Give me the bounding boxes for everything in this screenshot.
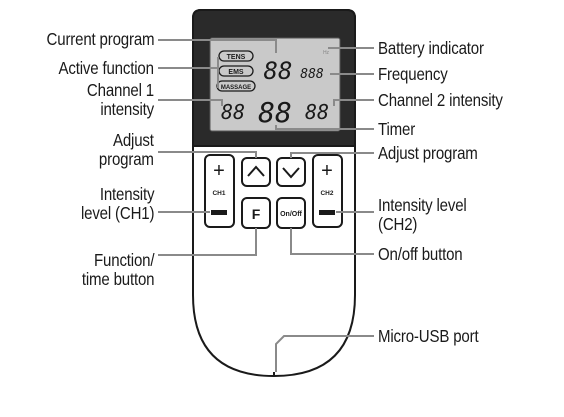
label-function-line2: time button <box>81 269 154 289</box>
leader-current-program <box>158 39 277 53</box>
lcd-ch1-digits: 88 <box>221 100 245 124</box>
lcd-program-digits: 88 <box>264 57 293 85</box>
ch1-minus-icon <box>211 210 227 215</box>
lcd-battery-mark: Hz <box>323 50 330 56</box>
label-function-time: Function/ time button <box>81 251 154 289</box>
label-on-off-button: On/off button <box>378 244 463 264</box>
label-intensity-ch1-line2: level (CH1) <box>80 203 155 223</box>
label-channel1-intensity: Channel 1 intensity <box>87 81 154 119</box>
svg-text:TENS: TENS <box>227 54 246 61</box>
leader-lines <box>158 39 374 372</box>
label-channel2-intensity: Channel 2 intensity <box>378 90 503 110</box>
label-active-function: Active function <box>58 58 154 78</box>
label-channel1-line1: Channel 1 <box>86 80 154 100</box>
svg-text:+: + <box>213 160 225 182</box>
label-channel1-line2: intensity <box>100 99 154 119</box>
chevron-up-icon <box>247 165 265 177</box>
lcd-mode-tens: TENS <box>218 50 254 62</box>
program-down-button[interactable] <box>276 157 306 187</box>
program-up-button[interactable] <box>241 157 271 187</box>
label-intensity-ch1: Intensity level (CH1) <box>80 184 155 223</box>
svg-text:CH2: CH2 <box>320 190 333 197</box>
leader-adjust-right <box>290 152 374 158</box>
leader-channel2 <box>333 99 374 106</box>
on-off-button[interactable]: On/Off <box>276 197 306 229</box>
label-function-line1: Function/ <box>93 250 155 270</box>
label-timer: Timer <box>378 119 416 139</box>
label-battery-indicator: Battery indicator <box>378 38 484 58</box>
svg-text:CH1: CH1 <box>212 190 225 197</box>
label-intensity-ch2-line1: Intensity level <box>378 195 467 215</box>
label-current-program: Current program <box>46 29 154 49</box>
label-intensity-ch1-line1: Intensity <box>99 184 154 204</box>
svg-text:MASSAGE: MASSAGE <box>221 85 251 91</box>
label-adjust-left-line2: program <box>99 149 154 169</box>
ch2-minus-icon <box>319 210 335 215</box>
svg-text:F: F <box>252 206 261 222</box>
lcd-frequency-digits: 888 <box>300 67 324 82</box>
lcd-timer-digits: 88 <box>258 96 292 129</box>
leader-micro-usb <box>275 335 374 372</box>
label-adjust-program-left: Adjust program <box>99 131 154 169</box>
label-adjust-program-right: Adjust program <box>378 143 478 163</box>
label-intensity-ch2-line2: (CH2) <box>378 214 418 234</box>
leader-on-off <box>290 228 374 255</box>
label-intensity-ch2: Intensity level (CH2) <box>378 196 467 234</box>
leader-function <box>158 228 257 256</box>
svg-text:+: + <box>321 160 333 182</box>
label-frequency: Frequency <box>378 64 448 84</box>
ch1-intensity-button[interactable]: + CH1 <box>204 154 235 228</box>
function-time-button[interactable]: F <box>241 197 271 229</box>
lcd-ch2-digits: 88 <box>305 100 329 124</box>
leader-channel1 <box>158 99 223 106</box>
leader-timer <box>275 125 374 130</box>
label-micro-usb-port: Micro-USB port <box>378 326 479 346</box>
svg-text:On/Off: On/Off <box>280 211 302 218</box>
label-adjust-left-line1: Adjust <box>113 130 154 150</box>
leader-adjust-left <box>158 151 257 158</box>
svg-text:EMS: EMS <box>228 69 244 76</box>
ch2-intensity-button[interactable]: + CH2 <box>312 154 343 228</box>
chevron-down-icon <box>282 167 300 179</box>
